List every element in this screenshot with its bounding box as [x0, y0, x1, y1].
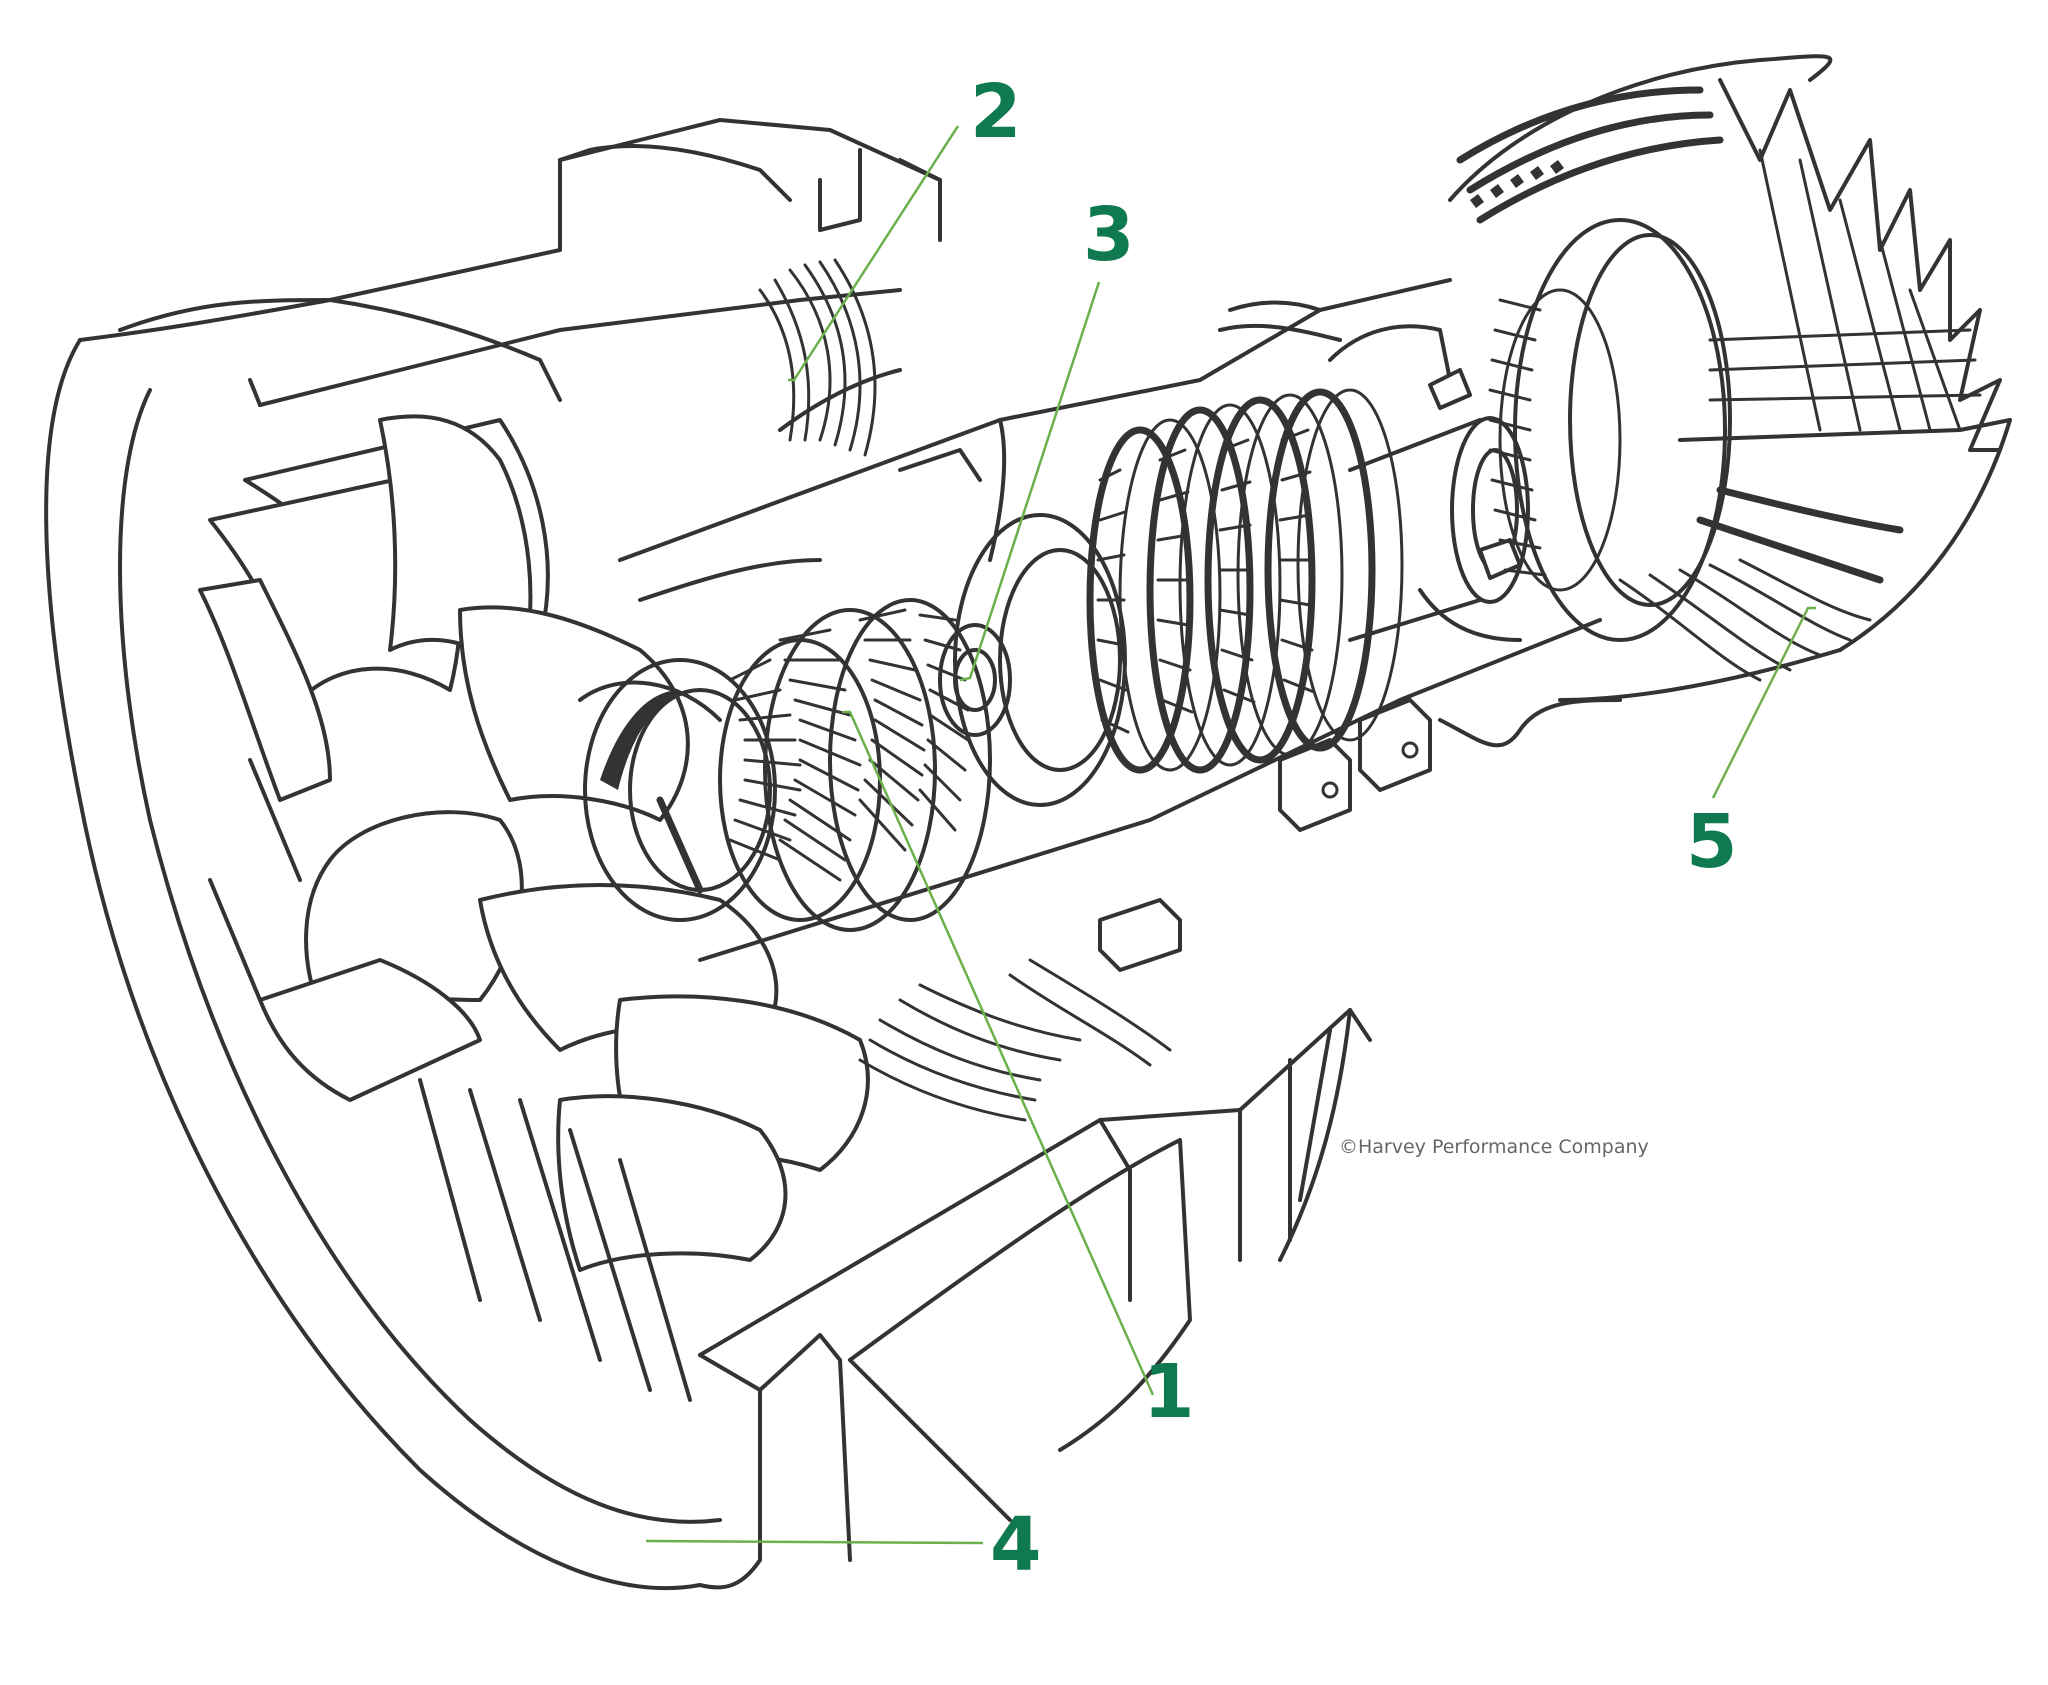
- callout-number-1: 1: [1143, 1349, 1195, 1435]
- leader-line-2: [788, 125, 960, 382]
- hp-turbine-rings: [1086, 388, 1404, 774]
- core-casing: [618, 278, 1622, 972]
- lp-turbine-disc: [1488, 218, 1732, 642]
- nacelle-inlet-cowl: [44, 118, 942, 1590]
- callout-number-3: 3: [1083, 192, 1135, 278]
- fan-blades: [198, 414, 870, 1402]
- exhaust-turbine-blades: [1448, 54, 2012, 702]
- leader-line-1: [842, 710, 1155, 1396]
- leader-line-3: [959, 281, 1101, 682]
- copyright-notice: ©Harvey Performance Company: [1339, 1136, 1649, 1158]
- bypass-duct-case: [698, 1008, 1372, 1590]
- bypass-stator-vanes: [758, 258, 1172, 1122]
- callout-number-4: 4: [990, 1502, 1042, 1588]
- engine-shaft: [1218, 300, 1530, 642]
- callout-number-2: 2: [970, 69, 1022, 155]
- combustor-section: [938, 513, 1127, 807]
- leader-line-5: [1711, 606, 1816, 799]
- callout-number-5: 5: [1686, 799, 1738, 885]
- fan-hub-spinner: [578, 658, 777, 922]
- callout-leader-lines: [645, 125, 1816, 1545]
- leader-line-4: [645, 1539, 984, 1545]
